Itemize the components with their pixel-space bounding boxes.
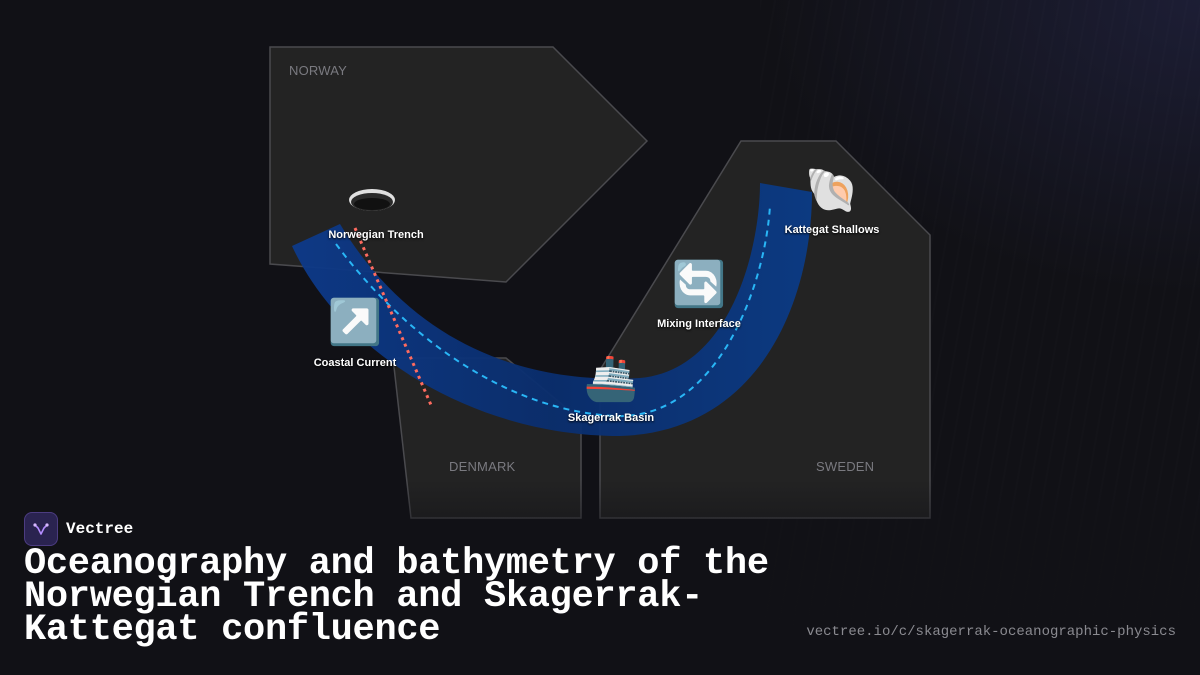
ship-icon: 🚢 [583,353,639,404]
feature-label: Kattegat Shallows [784,224,880,236]
current-path [335,204,771,418]
feature-norwegian-trench[interactable]: Norwegian Trench [316,229,436,241]
source-url[interactable]: vectree.io/c/skagerrak-oceanographic-phy… [806,624,1176,640]
feature-label: Coastal Current [313,357,397,369]
country-label-denmark: DENMARK [449,459,516,474]
arrow-up-right-icon: ↗️ [327,297,383,348]
brand[interactable]: Vectree [24,512,133,546]
shell-icon: 🐚 [804,165,860,216]
feature-label: Mixing Interface [657,318,741,330]
feature-mixing-interface[interactable]: 🔄 Mixing Interface [644,259,754,331]
feature-coastal-current[interactable]: ↗️ Coastal Current [300,297,410,370]
brand-name: Vectree [66,520,134,538]
feature-label: Skagerrak Basin [567,412,655,424]
bottom-fade [0,480,1200,675]
trench-hole-icon [349,189,395,211]
strait-channel [292,183,812,436]
page-title: Oceanography and bathymetry of the Norwe… [24,543,769,651]
counterclockwise-arrows-icon: 🔄 [671,259,727,310]
country-label-norway: NORWAY [289,63,348,78]
vectree-logo-icon [24,512,58,546]
feature-kattegat-shallows[interactable]: 🐚 Kattegat Shallows [772,165,892,237]
feature-skagerrak-basin[interactable]: 🚢 Skagerrak Basin [556,353,666,425]
feature-label: Norwegian Trench [328,229,424,241]
country-label-sweden: SWEDEN [816,459,875,474]
norway-landmass [269,46,649,283]
